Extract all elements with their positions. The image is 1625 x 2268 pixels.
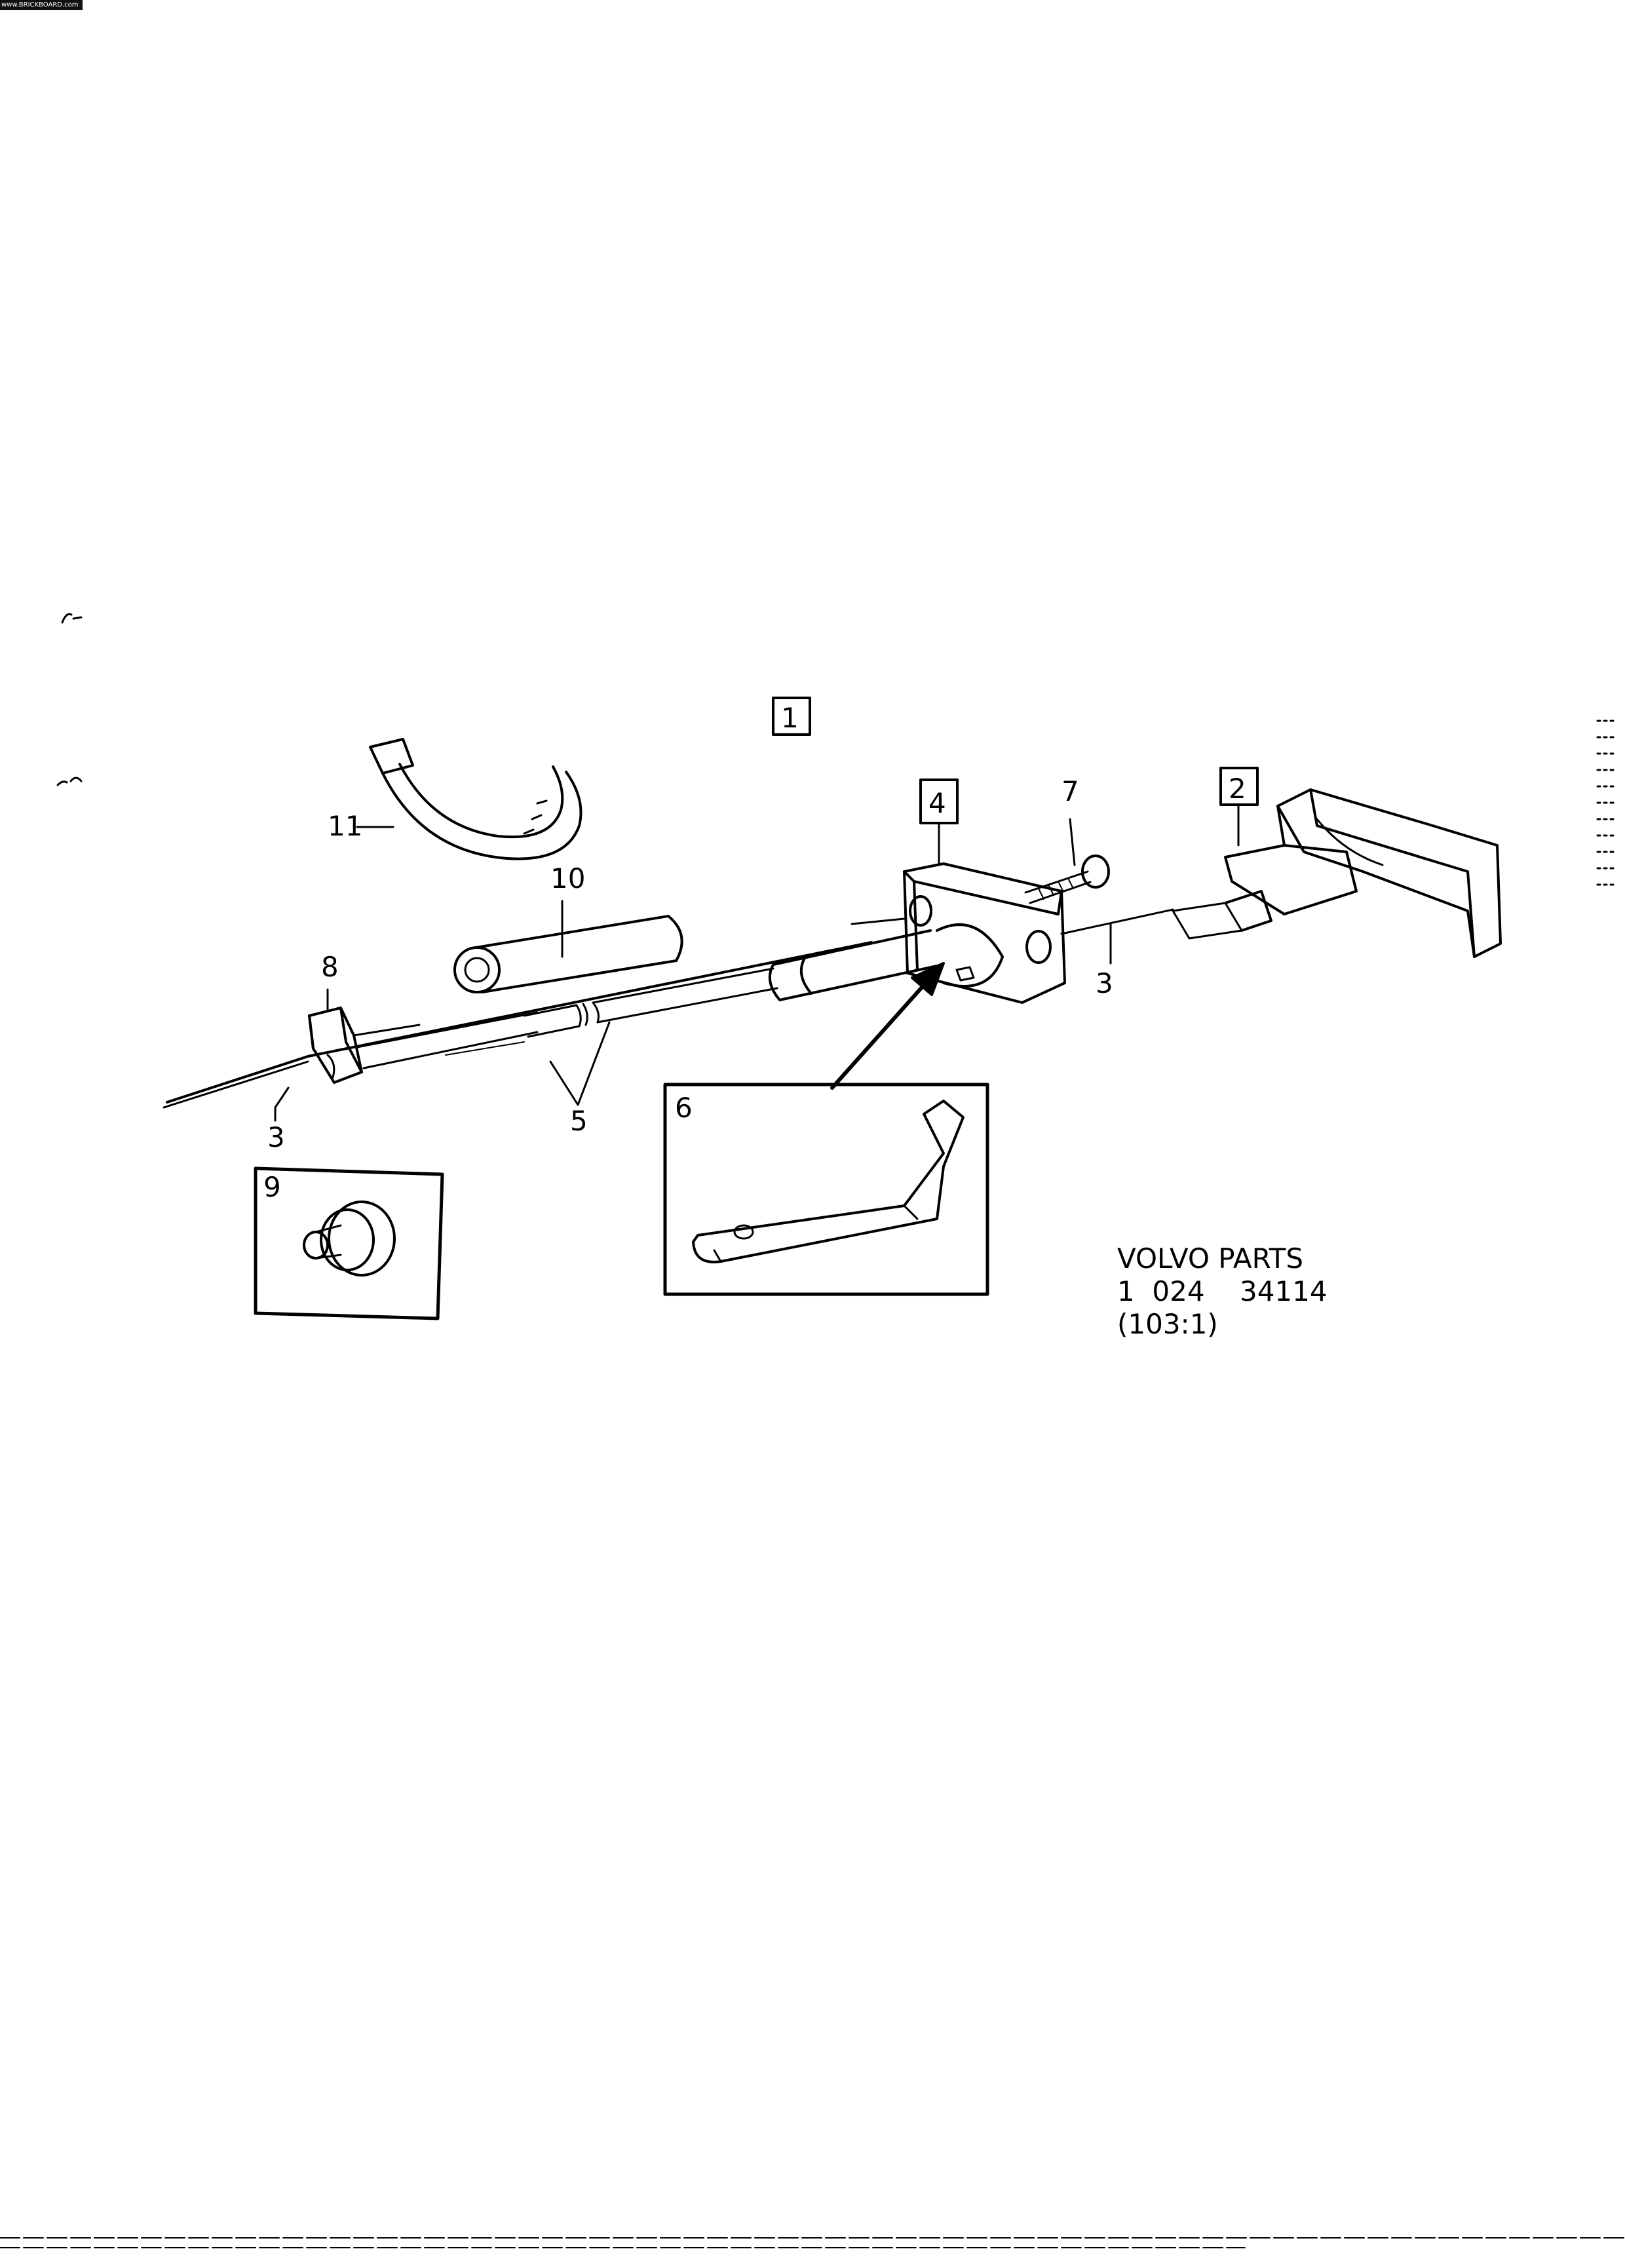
label-springs-5: 5 (570, 1105, 588, 1137)
boxed-label-1: 1 (781, 702, 799, 734)
detail-arrow-head (911, 962, 945, 996)
cable-wire-left-end (162, 1060, 309, 1109)
cable-sheath (356, 1011, 539, 1069)
cable-wire-right (1060, 908, 1174, 935)
bottom-scan-line (0, 2237, 1625, 2248)
edge-perforations (1596, 720, 1618, 886)
detail-box-grommet (254, 1166, 444, 1320)
strap (369, 738, 583, 860)
cable-sleeve (768, 929, 938, 1001)
label-screw-7: 7 (1061, 775, 1079, 807)
tube (453, 915, 683, 993)
label-detail-9: 9 (263, 1171, 281, 1203)
mounting-bracket (851, 862, 1066, 1004)
label-wire-3-left: 3 (267, 1121, 285, 1153)
boxed-label-frame-1 (772, 697, 811, 736)
label-wire-3-right: 3 (1096, 967, 1113, 999)
cable-springs (523, 967, 778, 1038)
boxed-label-4: 4 (928, 787, 946, 819)
cable-clip (308, 1007, 421, 1084)
label-clip-8: 8 (321, 951, 339, 983)
cable-sheath-hatch (445, 1041, 525, 1056)
scan-mark (56, 613, 83, 786)
footer-line-1: VOLVO PARTS (1117, 1242, 1303, 1275)
leader-lines (274, 805, 1240, 1122)
pull-handle (1172, 788, 1502, 958)
label-strap-11: 11 (328, 810, 362, 842)
label-tube-10: 10 (550, 862, 585, 894)
screw (1024, 855, 1110, 904)
boxed-label-frame-4 (919, 778, 959, 824)
detail-arrow-shaft (830, 976, 932, 1090)
cable-wire (166, 941, 873, 1104)
boxed-label-frame-2 (1219, 767, 1259, 806)
label-detail-6: 6 (675, 1092, 693, 1124)
boxed-label-2: 2 (1229, 773, 1246, 805)
footer-line-3: (103:1) (1117, 1308, 1218, 1340)
footer-line-2: 1 024 34114 (1117, 1275, 1328, 1307)
site-watermark: www.BRICKBOARD.com (0, 0, 83, 10)
detail-box-bracket (663, 1083, 989, 1296)
